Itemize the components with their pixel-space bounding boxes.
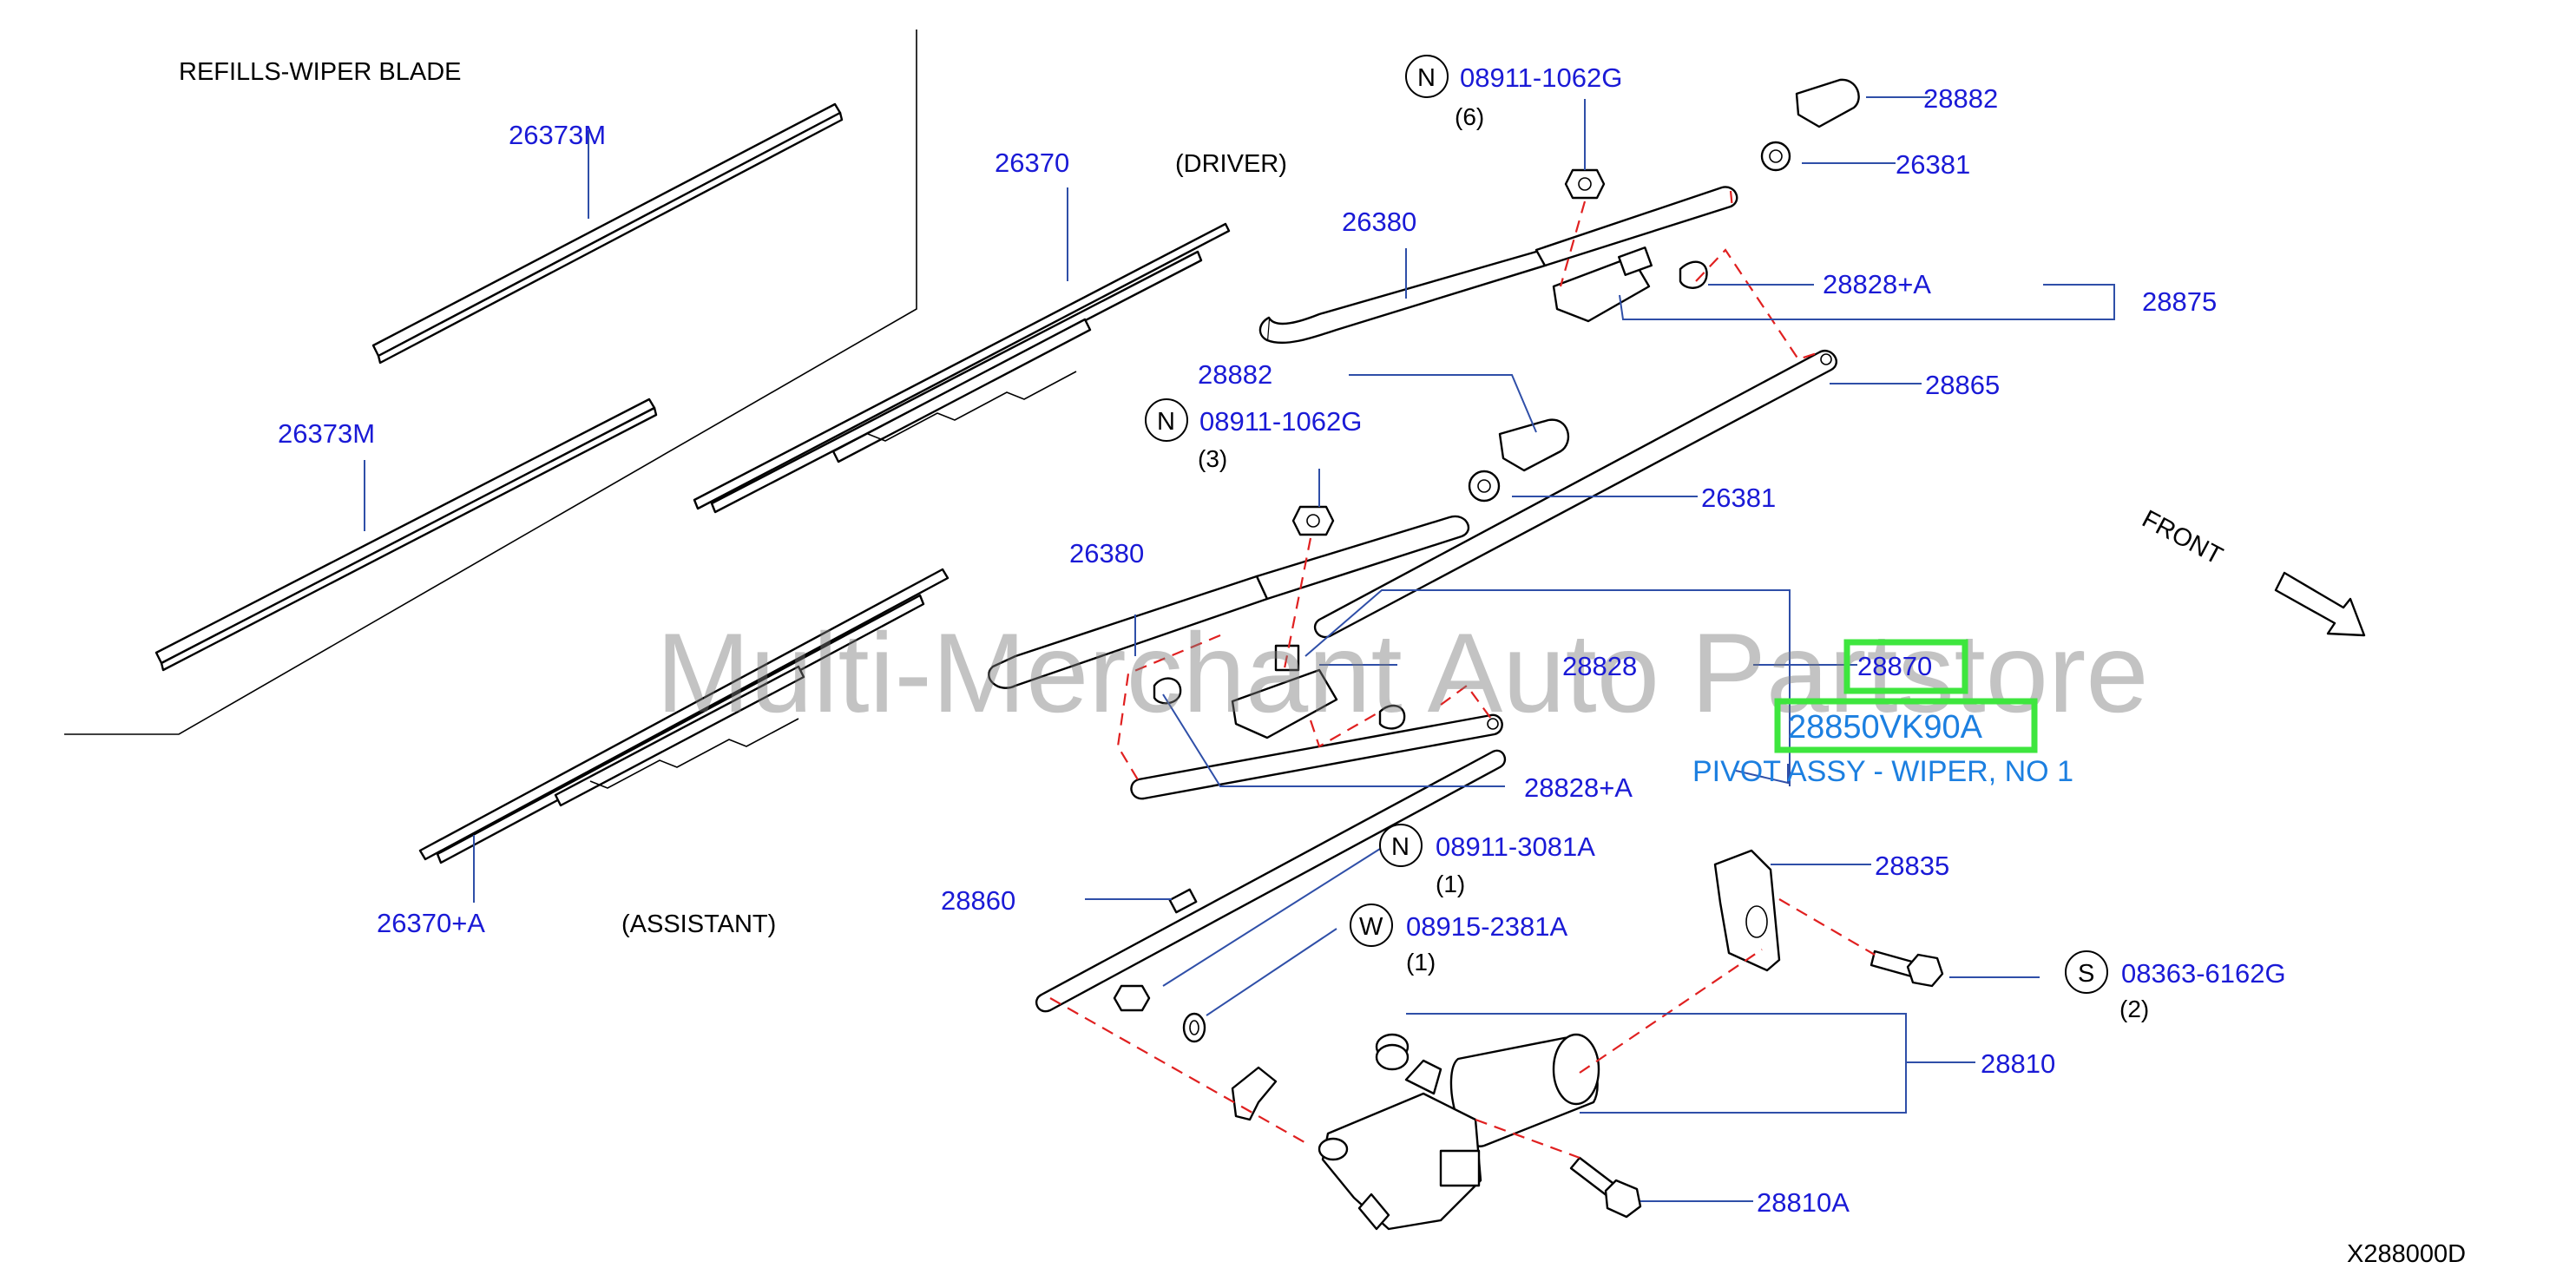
svg-text:S: S xyxy=(2078,960,2094,988)
part-26373M-bottom[interactable]: 26373M xyxy=(278,418,375,449)
refill-strip-bottom[interactable] xyxy=(154,398,658,672)
part-08911-1062G-upper[interactable]: 08911-1062G xyxy=(1460,62,1622,93)
qty-6: (6) xyxy=(1455,103,1484,130)
assistant-label: (ASSISTANT) xyxy=(621,910,776,938)
wiper-cap-upper[interactable] xyxy=(1795,78,1860,128)
svg-text:N: N xyxy=(1391,833,1410,861)
part-08915-2381A[interactable]: 08915-2381A xyxy=(1406,911,1567,942)
dashed-assembly-links xyxy=(1049,190,1876,1160)
part-28810[interactable]: 28810 xyxy=(1981,1048,2055,1079)
part-26373M-top[interactable]: 26373M xyxy=(509,120,606,150)
symbol-w-1: W xyxy=(1350,904,1393,947)
leader-lines xyxy=(364,96,2115,1202)
part-28850VK90A[interactable]: 28850VK90A xyxy=(1788,709,1983,746)
part-08363-6162G[interactable]: 08363-6162G xyxy=(2121,958,2286,989)
qty-1-nut: (1) xyxy=(1436,871,1465,897)
part-26380-lower[interactable]: 26380 xyxy=(1069,538,1144,568)
part-28870[interactable]: 28870 xyxy=(1857,651,1932,681)
symbol-n-3: N xyxy=(1379,824,1423,867)
symbol-n-2: N xyxy=(1145,398,1188,442)
bracket-28835[interactable] xyxy=(1713,849,1781,972)
pivot-assy-description: PIVOT ASSY - WIPER, NO 1 xyxy=(1692,755,2073,788)
part-28828[interactable]: 28828 xyxy=(1562,651,1637,681)
part-26370A[interactable]: 26370+A xyxy=(377,908,485,938)
wiper-blade-driver[interactable] xyxy=(693,222,1231,514)
wiper-motor-28810[interactable] xyxy=(1318,1033,1600,1231)
wiper-nut-lower[interactable] xyxy=(1468,470,1501,503)
part-28882-lower[interactable]: 28882 xyxy=(1198,359,1272,390)
part-28828A-upper[interactable]: 28828+A xyxy=(1823,269,1931,299)
wiper-nut-upper[interactable] xyxy=(1760,141,1791,172)
watermark: Multi-Merchant Auto Partstore xyxy=(656,609,2149,736)
nut-08911-3081A[interactable] xyxy=(1113,984,1151,1012)
qty-2: (2) xyxy=(2119,996,2149,1022)
refills-separator-line xyxy=(64,30,917,735)
wiper-arm-lower[interactable] xyxy=(988,515,1470,689)
bracket-small[interactable] xyxy=(1231,1066,1278,1121)
bolt-28810A[interactable] xyxy=(1569,1156,1642,1219)
washer-08915-2381A[interactable] xyxy=(1182,1012,1206,1043)
part-28865[interactable]: 28865 xyxy=(1925,370,2000,400)
link-rod-28860[interactable] xyxy=(1035,749,1507,1013)
svg-text:N: N xyxy=(1417,64,1436,92)
part-28882-upper[interactable]: 28882 xyxy=(1923,83,1998,114)
svg-text:N: N xyxy=(1157,408,1175,436)
refill-strip-top[interactable] xyxy=(371,102,844,365)
highlight-box-28870 xyxy=(1843,639,1968,694)
link-rod-upper[interactable] xyxy=(1313,350,1837,639)
part-08911-3081A[interactable]: 08911-3081A xyxy=(1436,831,1595,862)
part-28860[interactable]: 28860 xyxy=(941,885,1015,916)
pivot-lower[interactable] xyxy=(1153,644,1406,739)
part-28835[interactable]: 28835 xyxy=(1875,851,1949,881)
svg-text:W: W xyxy=(1359,913,1383,941)
wiper-cap-lower[interactable] xyxy=(1498,418,1570,472)
highlight-box-28850VK90A xyxy=(1774,698,2038,753)
part-26381-lower[interactable]: 26381 xyxy=(1701,483,1776,513)
bolt-08363-6162G[interactable] xyxy=(1870,950,1944,988)
link-rod-lower[interactable] xyxy=(1130,713,1503,800)
flange-nut-lower[interactable] xyxy=(1291,505,1335,536)
diagram-code: X288000D xyxy=(2347,1240,2466,1268)
pivot-upper[interactable] xyxy=(1552,246,1708,323)
part-26381-upper[interactable]: 26381 xyxy=(1896,149,1970,180)
qty-1-washer: (1) xyxy=(1406,949,1436,976)
part-08911-1062G-lower[interactable]: 08911-1062G xyxy=(1199,406,1362,437)
wiper-blade-assistant[interactable] xyxy=(418,568,950,864)
part-28810A[interactable]: 28810A xyxy=(1757,1187,1850,1218)
wiper-arm-upper[interactable] xyxy=(1258,186,1738,345)
part-26380-upper[interactable]: 26380 xyxy=(1342,207,1416,237)
part-28828A-lower[interactable]: 28828+A xyxy=(1524,772,1633,803)
symbol-s-1: S xyxy=(2065,950,2108,994)
grommet-28810[interactable] xyxy=(1375,1033,1410,1071)
refills-title: REFILLS-WIPER BLADE xyxy=(179,58,462,86)
part-26370[interactable]: 26370 xyxy=(995,148,1069,178)
driver-label: (DRIVER) xyxy=(1175,150,1287,178)
qty-3: (3) xyxy=(1198,445,1227,472)
part-28875[interactable]: 28875 xyxy=(2142,286,2217,317)
front-arrow-icon xyxy=(2274,571,2366,637)
symbol-n-1: N xyxy=(1405,55,1449,98)
front-label: FRONT xyxy=(2138,505,2227,570)
flange-nut-upper[interactable] xyxy=(1564,168,1606,200)
